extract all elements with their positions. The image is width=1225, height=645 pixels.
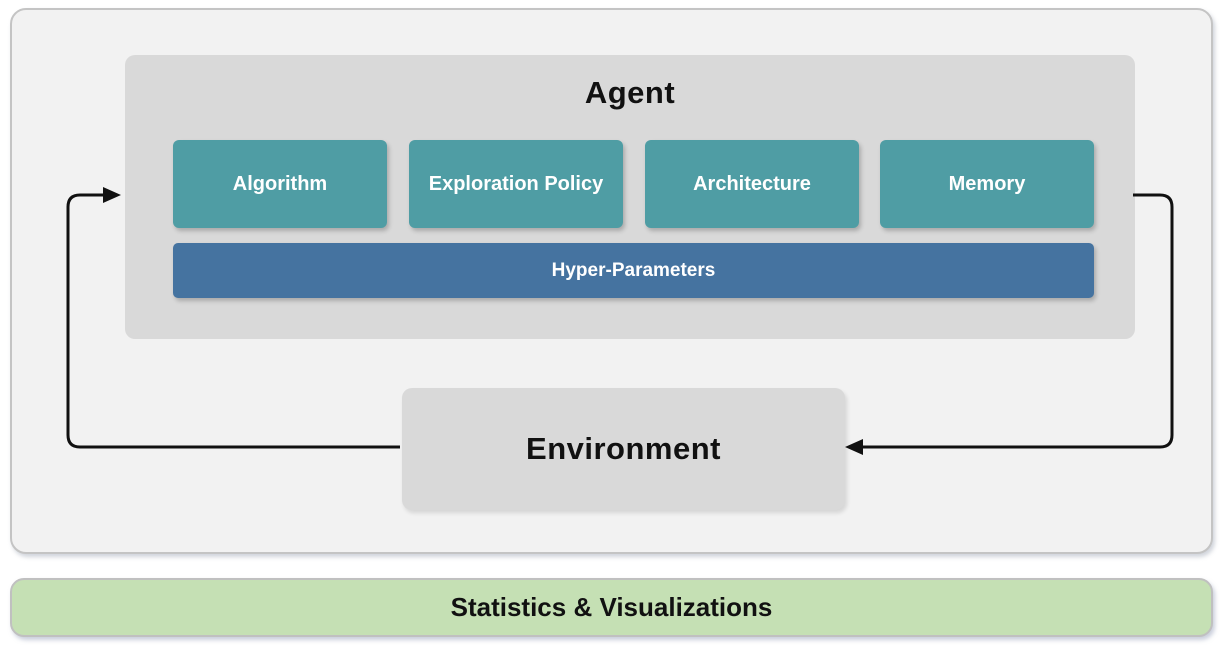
module-memory: Memory bbox=[880, 140, 1094, 228]
module-architecture: Architecture bbox=[645, 140, 859, 228]
framework-panel: Agent Algorithm Exploration Policy Archi… bbox=[10, 8, 1213, 554]
agent-container: Agent Algorithm Exploration Policy Archi… bbox=[125, 55, 1135, 339]
module-exploration-policy: Exploration Policy bbox=[409, 140, 623, 228]
statistics-visualizations-bar: Statistics & Visualizations bbox=[10, 578, 1213, 637]
module-algorithm: Algorithm bbox=[173, 140, 387, 228]
environment-box: Environment bbox=[402, 388, 845, 510]
hyper-parameters-bar: Hyper-Parameters bbox=[173, 243, 1094, 298]
agent-title: Agent bbox=[584, 75, 676, 110]
